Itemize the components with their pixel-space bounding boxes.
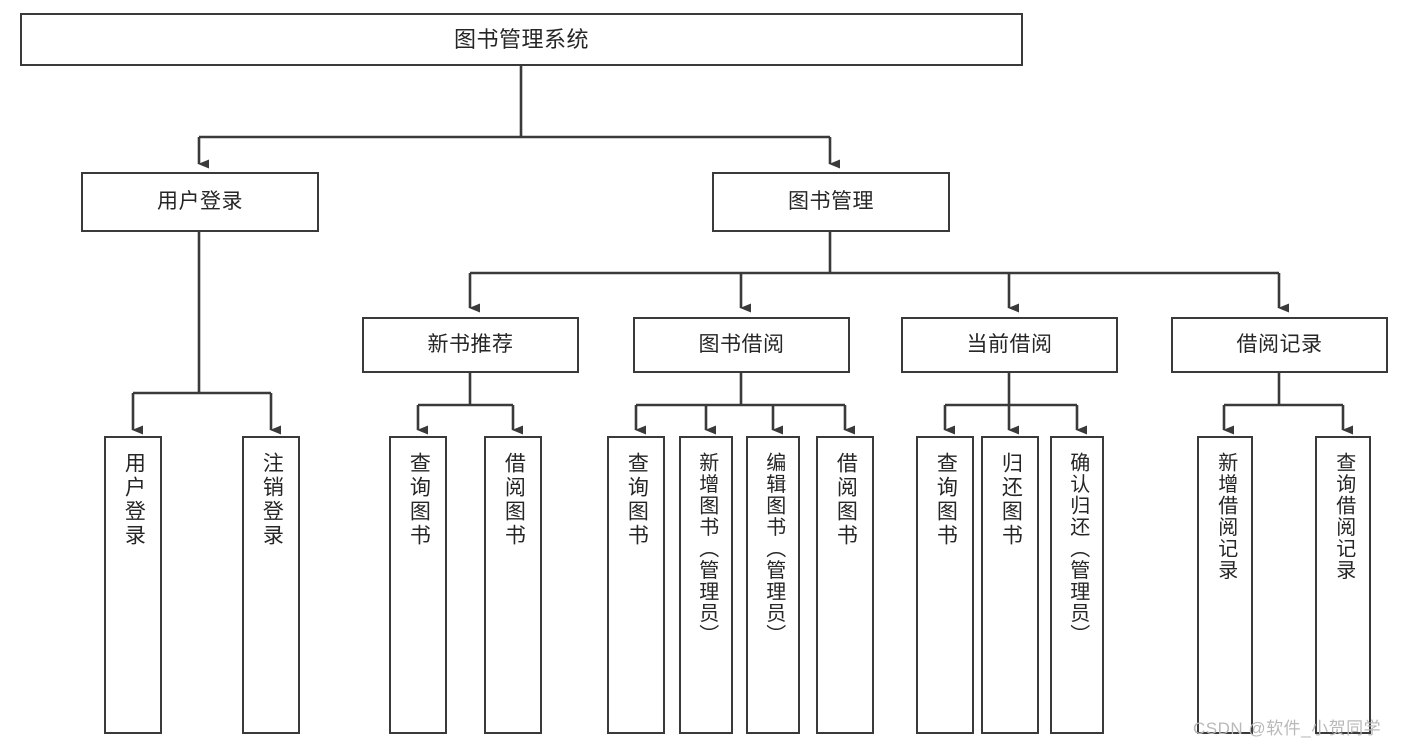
node-new-book-rec-label: 新书推荐	[427, 332, 514, 356]
node-leaf-1-label: 用户登录	[122, 452, 146, 548]
csdn-watermark: CSDN @软件_小贺同学	[1193, 719, 1382, 738]
node-book-borrow[interactable]: 图书借阅	[633, 317, 850, 373]
node-leaf-10[interactable]: 归还图书	[981, 436, 1039, 734]
node-leaf-13[interactable]: 查询借阅记录	[1315, 436, 1371, 734]
node-user-login-label: 用户登录	[157, 189, 243, 213]
node-leaf-12[interactable]: 新增借阅记录	[1197, 436, 1253, 734]
node-current-borrow[interactable]: 当前借阅	[901, 317, 1118, 373]
node-leaf-12-label: 新增借阅记录	[1214, 452, 1237, 581]
node-book-borrow-label: 图书借阅	[698, 332, 785, 356]
node-new-book-rec[interactable]: 新书推荐	[362, 317, 579, 373]
node-leaf-5-label: 查询图书	[625, 452, 649, 548]
node-leaf-5[interactable]: 查询图书	[607, 436, 665, 734]
node-leaf-2-label: 注销登录	[260, 452, 284, 548]
node-root[interactable]: 图书管理系统	[20, 13, 1023, 66]
node-leaf-8[interactable]: 借阅图书	[816, 436, 874, 734]
node-borrow-record-label: 借阅记录	[1236, 332, 1323, 356]
node-leaf-2[interactable]: 注销登录	[242, 436, 300, 734]
node-leaf-1[interactable]: 用户登录	[104, 436, 162, 734]
node-leaf-4-label: 借阅图书	[502, 452, 526, 548]
node-leaf-13-label: 查询借阅记录	[1332, 452, 1355, 581]
node-leaf-11-label: 确认归还（管理员）	[1066, 452, 1089, 646]
node-leaf-7[interactable]: 编辑图书（管理员）	[746, 436, 800, 734]
node-leaf-9-label: 查询图书	[934, 452, 958, 548]
node-borrow-record[interactable]: 借阅记录	[1171, 317, 1388, 373]
node-leaf-11[interactable]: 确认归还（管理员）	[1050, 436, 1104, 734]
node-user-login[interactable]: 用户登录	[81, 172, 319, 232]
node-leaf-7-label: 编辑图书（管理员）	[762, 452, 785, 646]
node-leaf-9[interactable]: 查询图书	[916, 436, 974, 734]
node-leaf-3[interactable]: 查询图书	[389, 436, 447, 734]
node-current-borrow-label: 当前借阅	[966, 332, 1053, 356]
node-book-manage-label: 图书管理	[788, 189, 874, 213]
node-leaf-6-label: 新增图书（管理员）	[695, 452, 718, 646]
node-book-manage[interactable]: 图书管理	[712, 172, 950, 232]
node-leaf-3-label: 查询图书	[407, 452, 431, 548]
node-leaf-10-label: 归还图书	[999, 452, 1023, 548]
node-leaf-6[interactable]: 新增图书（管理员）	[679, 436, 733, 734]
node-leaf-8-label: 借阅图书	[834, 452, 858, 548]
node-root-label: 图书管理系统	[453, 26, 589, 52]
node-leaf-4[interactable]: 借阅图书	[484, 436, 542, 734]
